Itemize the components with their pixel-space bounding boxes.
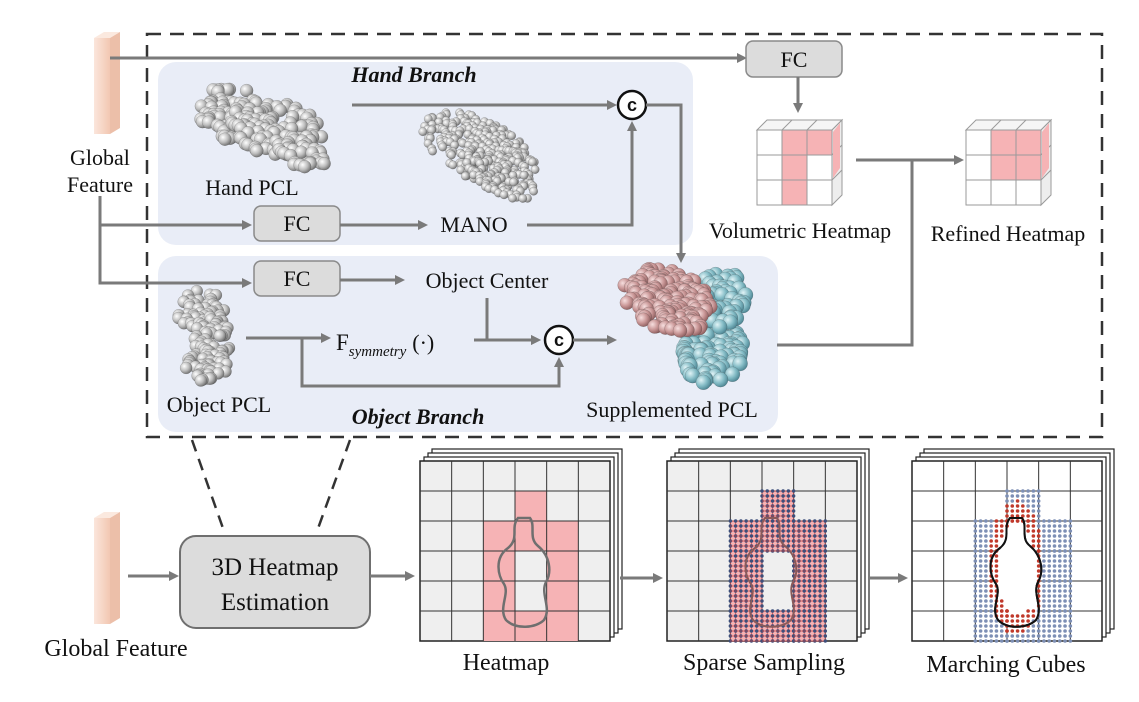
sparse-sampling-label: Sparse Sampling bbox=[683, 650, 845, 676]
zoom-line-right bbox=[314, 439, 352, 535]
mano-mesh bbox=[418, 108, 540, 203]
supplemented-pcl-label: Supplemented PCL bbox=[586, 397, 758, 422]
global-feature-top-label-2: Feature bbox=[67, 172, 133, 197]
model-frame bbox=[145, 32, 1104, 439]
object-pcl-label: Object PCL bbox=[167, 392, 272, 417]
zoom-line-left bbox=[190, 439, 227, 535]
hand-concat-to-supplemented-arrow bbox=[646, 103, 686, 263]
marching-cubes-label: Marching Cubes bbox=[926, 652, 1085, 678]
heatmap-grid bbox=[419, 448, 623, 642]
mano-to-concat-arrow bbox=[527, 121, 637, 227]
global-feature-bottom-label: Global Feature bbox=[44, 636, 187, 662]
volumetric-heatmap-cube bbox=[755, 118, 844, 207]
global-feature-bar-bottom bbox=[94, 512, 120, 624]
object-concat-label: c bbox=[554, 330, 564, 350]
hand-branch-panel bbox=[158, 62, 693, 245]
hand-pcl-cloud bbox=[194, 82, 331, 174]
heatmap-label: Heatmap bbox=[463, 650, 550, 676]
volumetric-heatmap-label: Volumetric Heatmap bbox=[709, 218, 891, 243]
supplemented-to-refine-line bbox=[777, 160, 914, 347]
sparse-sampling-grid bbox=[666, 448, 870, 643]
global-feature-top-label-1: Global bbox=[70, 145, 130, 170]
object-branch-title: Object Branch bbox=[352, 404, 485, 429]
f-symmetry-label: Fsymmetry(·) bbox=[336, 330, 434, 360]
hand-pcl-label: Hand PCL bbox=[205, 175, 299, 200]
marching-cubes-grid bbox=[911, 448, 1115, 643]
heatmap-estimation-box bbox=[179, 535, 371, 629]
heatmap-estimation-label-1: 3D Heatmap bbox=[211, 554, 338, 581]
heatmap-estimation-label-2: Estimation bbox=[221, 589, 330, 616]
supplemented-pcl-cloud bbox=[617, 261, 754, 391]
refined-heatmap-label: Refined Heatmap bbox=[931, 221, 1086, 246]
global-feature-bar-top bbox=[94, 32, 120, 134]
hand-concat-label: c bbox=[627, 95, 637, 115]
fc-box-top-label: FC bbox=[781, 47, 808, 72]
object-pcl-cloud bbox=[172, 284, 236, 387]
fc-box-object-label: FC bbox=[284, 266, 311, 291]
refined-heatmap-cube bbox=[964, 118, 1053, 207]
fc-box-hand-label: FC bbox=[284, 211, 311, 236]
object-center-label: Object Center bbox=[426, 268, 549, 293]
object-pcl-to-concat-bypass-arrow bbox=[300, 338, 564, 388]
fc-box-top bbox=[745, 40, 843, 78]
hand-branch-title: Hand Branch bbox=[350, 62, 476, 87]
mano-label: MANO bbox=[440, 212, 507, 237]
